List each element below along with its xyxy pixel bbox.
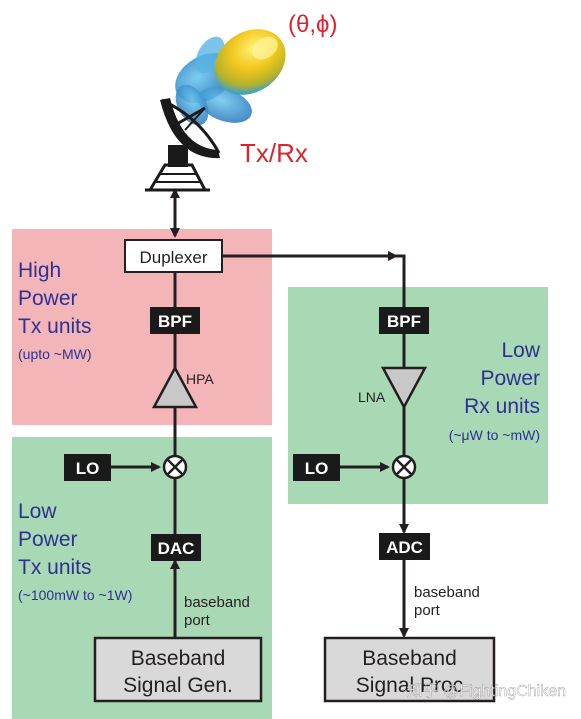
- low-tx-line1: Low: [18, 500, 57, 523]
- high-power-range: (upto ~MW): [18, 346, 92, 362]
- baseband-gen-box: [93, 636, 263, 703]
- low-rx-line3: Rx units: [464, 395, 540, 418]
- adc-block: [379, 533, 430, 560]
- baseband-gen-line2: Signal Gen.: [123, 674, 233, 697]
- txrx-label: Tx/Rx: [240, 138, 308, 168]
- rx-bpf-block: [379, 307, 429, 334]
- dac-label: DAC: [158, 539, 195, 558]
- tx-baseband-port-line2: port: [184, 612, 211, 629]
- baseband-proc-line1: Baseband: [362, 647, 457, 670]
- tx-baseband-port-line1: baseband: [184, 594, 250, 611]
- low-tx-line2: Power: [18, 528, 78, 551]
- tx-lo-label: LO: [76, 459, 100, 478]
- tx-bpf-block: [150, 307, 200, 334]
- high-power-line3: Tx units: [18, 315, 92, 338]
- duplexer-label: Duplexer: [139, 248, 207, 267]
- low-rx-line1: Low: [501, 339, 540, 362]
- duplexer-rx-arrowhead: [388, 251, 398, 261]
- watermark: 知乎 @FightingChiken: [407, 682, 566, 700]
- radiation-pattern-icon: [175, 29, 286, 126]
- baseband-proc-line2: Signal Proc: [356, 674, 463, 697]
- hpa-amplifier-icon: [151, 365, 199, 409]
- lna-amplifier-icon: [380, 366, 428, 410]
- duplexer-box: [124, 239, 223, 273]
- high-power-line2: Power: [18, 287, 78, 310]
- dac-block: [151, 534, 201, 561]
- duplexer-to-rx-link: [222, 254, 406, 307]
- baseband-gen-line1: Baseband: [131, 647, 226, 670]
- angle-label: (θ,ϕ): [288, 11, 337, 38]
- hpa-label: HPA: [186, 371, 214, 387]
- antenna-dish-icon: [145, 98, 221, 192]
- adc-label: ADC: [386, 538, 423, 557]
- rx-lo-label: LO: [305, 459, 329, 478]
- low-rx-line2: Power: [480, 367, 540, 390]
- rx-baseband-port-line2: port: [414, 602, 441, 619]
- rx-mixer-icon: [391, 454, 417, 480]
- lna-label: LNA: [358, 389, 386, 405]
- tx-bpf-label: BPF: [158, 312, 192, 331]
- tx-mixer-icon: [162, 454, 188, 480]
- low-tx-range: (~100mW to ~1W): [18, 587, 132, 603]
- rx-bpf-label: BPF: [387, 312, 421, 331]
- rx-baseband-port-line1: baseband: [414, 584, 480, 601]
- rx-lo-block: [293, 454, 340, 481]
- low-rx-range: (~μW to ~mW): [449, 427, 540, 443]
- high-power-line1: High: [18, 259, 61, 282]
- low-tx-line3: Tx units: [18, 556, 92, 579]
- baseband-proc-box: [323, 636, 496, 703]
- tx-lo-block: [64, 454, 111, 481]
